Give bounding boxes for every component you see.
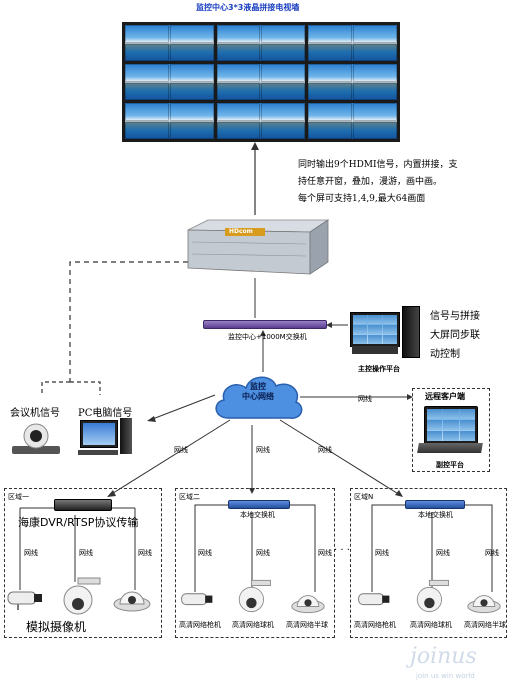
local-switch-label: 本地交换机 xyxy=(418,511,453,519)
zone-one xyxy=(4,488,162,638)
network-label: 网线 xyxy=(79,549,93,557)
dome-camera-icon xyxy=(416,579,449,613)
keyboard-icon xyxy=(352,346,398,354)
local-switch xyxy=(228,500,290,509)
network-label: 网线 xyxy=(198,549,212,557)
control-text-line: 信号与拼接 xyxy=(430,311,480,322)
wall-panel xyxy=(216,64,306,100)
network-label: 网线 xyxy=(174,446,188,454)
laptop-base-icon xyxy=(417,443,483,453)
camera-label: 高清网络球机 xyxy=(410,621,452,629)
control-text-line: 动控制 xyxy=(430,349,460,360)
pc-monitor-icon xyxy=(80,420,118,448)
half-dome-camera-icon xyxy=(467,595,501,614)
dvr-label: 海康DVR/RTSP协议传输 xyxy=(18,516,139,529)
camera-label: 高清网络半球 xyxy=(464,621,506,629)
wall-panel xyxy=(308,64,397,100)
camera-label: 高清网络半球 xyxy=(286,621,328,629)
half-dome-camera-icon xyxy=(291,595,325,614)
zone-n xyxy=(350,488,507,638)
network-label: 网线 xyxy=(318,446,332,454)
watermark: joinus xyxy=(410,644,477,669)
wall-panel xyxy=(125,25,214,61)
remote-client-box xyxy=(412,388,490,472)
sub-platform-label: 副控平台 xyxy=(436,461,464,469)
bullet-camera-icon xyxy=(7,591,42,610)
description-line: 每个屏可支持1,4,9,最大64画面 xyxy=(298,194,426,204)
description-text: 同时输出9个HDMI信号，内置拼接，支 持任意开窗，叠加，漫游，画中画。 每个屏… xyxy=(298,157,458,208)
center-switch-label: 监控中心+1000M交换机 xyxy=(228,333,307,341)
local-switch-label: 本地交换机 xyxy=(240,511,275,519)
splicing-processor-server xyxy=(187,219,330,275)
network-label: 网线 xyxy=(256,549,270,557)
zone-two xyxy=(175,488,335,638)
network-label: 网线 xyxy=(375,549,389,557)
bullet-camera-icon xyxy=(358,593,390,606)
bullet-camera-icon xyxy=(181,593,213,606)
wall-panel xyxy=(308,25,397,61)
network-label: 网线 xyxy=(256,446,270,454)
remote-client-label: 远程客户端 xyxy=(425,392,465,401)
control-text-line: 大屏同步联 xyxy=(430,330,480,341)
wall-panel xyxy=(216,25,306,61)
description-line: 持任意开窗，叠加，漫游，画中画。 xyxy=(298,177,443,187)
local-switch xyxy=(405,500,465,509)
watermark-sub: join us win world xyxy=(416,672,475,680)
wall-panel xyxy=(125,103,214,139)
pc-tower-icon xyxy=(402,306,420,358)
control-monitor xyxy=(350,312,400,347)
cloud-label: 监控 中心网络 xyxy=(208,382,308,402)
description-line: 同时输出9个HDMI信号，内置拼接，支 xyxy=(298,160,458,170)
control-text: 信号与拼接 大屏同步联 动控制 xyxy=(430,307,480,364)
meeting-signal-label: 会议机信号 xyxy=(10,408,60,419)
camera-label: 高清网络球机 xyxy=(232,621,274,629)
network-label: 网线 xyxy=(24,549,38,557)
dome-camera-icon xyxy=(238,579,271,613)
conference-camera-icon xyxy=(12,423,60,454)
network-label: 网线 xyxy=(436,549,450,557)
pc-signal-label: PC电脑信号 xyxy=(78,408,133,419)
zone-name: 区域二 xyxy=(179,493,200,501)
wall-panel xyxy=(308,103,397,139)
laptop-screen-icon xyxy=(424,406,478,444)
network-label: 网线 xyxy=(138,549,152,557)
half-dome-camera-icon xyxy=(113,591,151,612)
pc-tower-icon xyxy=(120,418,132,454)
analog-camera-label: 模拟摄像机 xyxy=(26,620,87,634)
network-label: 网线 xyxy=(318,549,332,557)
dome-camera-icon xyxy=(63,577,101,615)
cloud-label-line: 中心网络 xyxy=(242,392,274,401)
control-platform-label: 主控操作平台 xyxy=(358,365,400,373)
video-wall xyxy=(122,22,400,142)
zone-name: 区域一 xyxy=(8,493,29,501)
camera-label: 高清网络枪机 xyxy=(179,621,221,629)
server-logo: HDcom xyxy=(229,228,253,235)
network-label: 网线 xyxy=(485,549,499,557)
keyboard-icon xyxy=(78,450,118,455)
dvr-device xyxy=(54,499,112,511)
zone-name: 区域N xyxy=(354,493,374,501)
diagram-title: 监控中心3*3液晶拼接电视墙 xyxy=(196,3,300,12)
cloud-icon xyxy=(215,376,303,419)
network-label: 网线 xyxy=(358,395,372,403)
cloud-label-line: 监控 xyxy=(250,382,266,391)
wall-panel xyxy=(216,103,306,139)
camera-label: 高清网络枪机 xyxy=(354,621,396,629)
center-switch xyxy=(203,320,327,329)
ellipsis: · · · xyxy=(334,545,350,556)
wall-panel xyxy=(125,64,214,100)
